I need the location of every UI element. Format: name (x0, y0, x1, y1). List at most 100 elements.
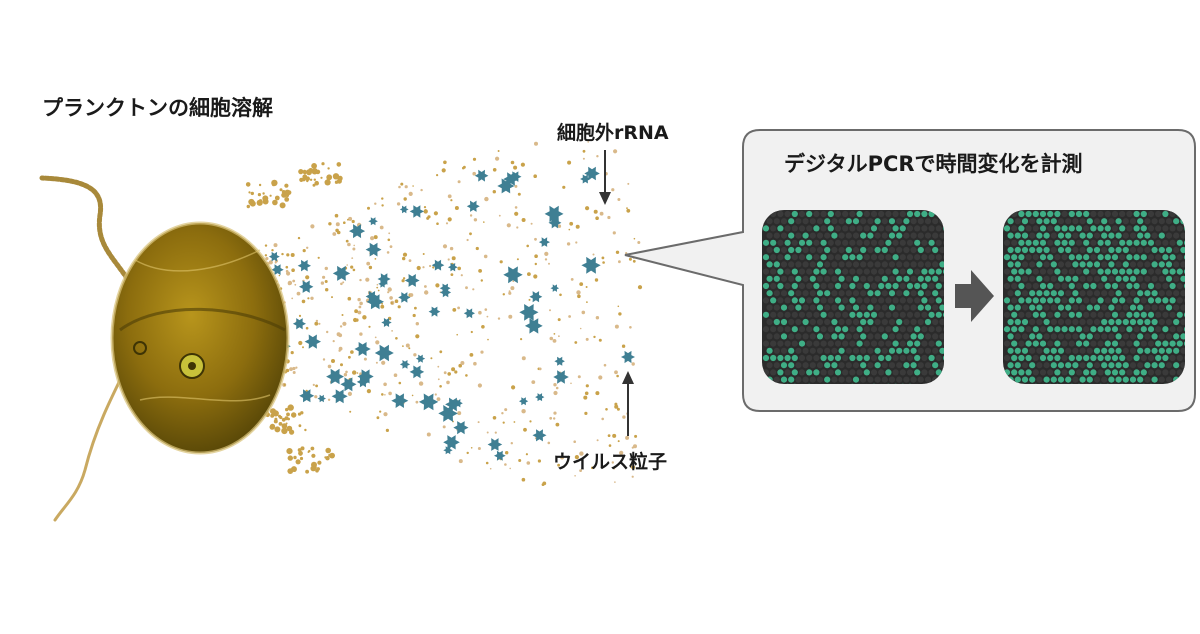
pcr-positive-partition (824, 218, 831, 225)
pcr-positive-partition (1137, 347, 1144, 354)
pcr-negative-partition (910, 290, 917, 297)
pcr-positive-partition (1043, 347, 1050, 354)
pcr-positive-partition (1007, 261, 1014, 268)
pcr-negative-partition (791, 254, 798, 261)
pcr-positive-partition (1021, 246, 1029, 254)
pcr-negative-partition (824, 275, 831, 282)
pcr-negative-partition (917, 218, 924, 225)
pcr-negative-partition (1176, 326, 1183, 333)
pcr-positive-partition (1122, 275, 1129, 282)
rrna-debris-dot (618, 312, 622, 316)
pcr-negative-partition (806, 340, 813, 347)
pcr-positive-partition (1018, 297, 1025, 304)
pcr-positive-partition (1086, 362, 1093, 369)
pcr-positive-partition (827, 210, 834, 218)
rrna-debris-dot (422, 266, 425, 269)
pcr-positive-partition (1014, 347, 1021, 354)
pcr-negative-partition (1147, 268, 1155, 275)
pcr-negative-partition (766, 246, 773, 254)
pcr-positive-partition (1144, 232, 1151, 239)
pcr-positive-partition (1061, 239, 1068, 246)
rrna-debris-dot (477, 383, 482, 388)
virus-particle-icon (349, 224, 366, 239)
rrna-debris-dot (454, 370, 458, 374)
pcr-negative-partition (921, 326, 928, 333)
rrna-debris-dot (447, 217, 452, 222)
pcr-negative-partition (1173, 275, 1180, 282)
pcr-negative-partition (1014, 333, 1021, 340)
rrna-debris-dot (398, 381, 402, 385)
rrna-debris-dot (365, 277, 370, 282)
rrna-debris-dot (562, 185, 566, 189)
rrna-debris-dot (370, 236, 375, 241)
rrna-debris-dot (477, 447, 481, 450)
rrna-debris-dot (352, 247, 356, 251)
pcr-positive-partition (788, 232, 795, 239)
debris-clump-dot (325, 447, 332, 454)
rrna-debris-dot (446, 380, 450, 385)
pcr-negative-partition (1065, 347, 1072, 354)
pcr-positive-partition (906, 340, 914, 347)
pcr-negative-partition (809, 290, 816, 297)
pcr-positive-partition (1050, 376, 1057, 383)
pcr-positive-partition (903, 218, 910, 225)
pcr-positive-partition (1079, 261, 1086, 268)
pcr-negative-partition (1122, 333, 1129, 340)
pcr-negative-partition (784, 268, 791, 275)
pcr-positive-partition (1119, 225, 1126, 232)
pcr-negative-partition (773, 333, 780, 340)
pcr-positive-partition (1072, 261, 1079, 268)
rrna-debris-dot (534, 254, 538, 258)
rrna-debris-dot (549, 416, 553, 420)
debris-clump-dot (298, 424, 302, 428)
pcr-positive-partition (780, 304, 788, 311)
rrna-debris-dot (294, 283, 297, 286)
pcr-negative-partition (845, 290, 852, 297)
rrna-debris-dot (324, 266, 328, 271)
pcr-positive-partition (1025, 268, 1032, 275)
rrna-debris-dot (521, 218, 526, 222)
pcr-positive-partition (849, 311, 856, 318)
rrna-debris-dot (483, 221, 485, 223)
virus-particle-icon (463, 308, 475, 319)
pcr-negative-partition (928, 282, 935, 290)
pcr-negative-partition (867, 218, 874, 225)
pcr-negative-partition (1151, 232, 1158, 239)
pcr-positive-partition (1108, 318, 1115, 326)
debris-clump-dot (327, 167, 330, 170)
rrna-debris-dot (445, 222, 449, 225)
virus-particle-icon (431, 259, 445, 271)
pcr-positive-partition (1115, 290, 1122, 297)
pcr-negative-partition (795, 261, 802, 268)
pcr-negative-partition (885, 254, 892, 261)
rrna-debris-dot (486, 431, 489, 434)
rrna-debris-dot (510, 385, 516, 390)
debris-clump-dot (310, 446, 315, 451)
rrna-debris-dot (601, 417, 604, 421)
debris-clump-dot (312, 183, 316, 187)
pcr-positive-partition (773, 318, 780, 326)
rrna-debris-dot (568, 315, 571, 318)
pcr-positive-partition (910, 362, 917, 369)
rrna-debris-dot (387, 291, 390, 294)
pcr-positive-partition (1176, 268, 1183, 275)
pcr-positive-partition (770, 297, 777, 304)
pcr-negative-partition (1140, 354, 1147, 362)
pcr-negative-partition (1039, 268, 1047, 275)
pcr-negative-partition (1151, 304, 1158, 311)
pcr-negative-partition (885, 210, 892, 218)
pcr-negative-partition (1137, 275, 1144, 282)
pcr-positive-partition (906, 268, 914, 275)
rrna-debris-dot (457, 180, 461, 184)
rrna-debris-dot (422, 253, 425, 255)
pcr-negative-partition (1025, 282, 1032, 290)
rrna-debris-dot (547, 441, 551, 445)
pcr-negative-partition (874, 304, 881, 311)
pcr-negative-partition (824, 347, 831, 354)
pcr-negative-partition (1061, 369, 1068, 376)
rrna-debris-dot (489, 467, 492, 470)
rrna-debris-dot (544, 251, 549, 256)
pcr-negative-partition (892, 297, 899, 304)
pcr-negative-partition (1147, 210, 1155, 218)
virus-particle-icon (621, 350, 635, 364)
